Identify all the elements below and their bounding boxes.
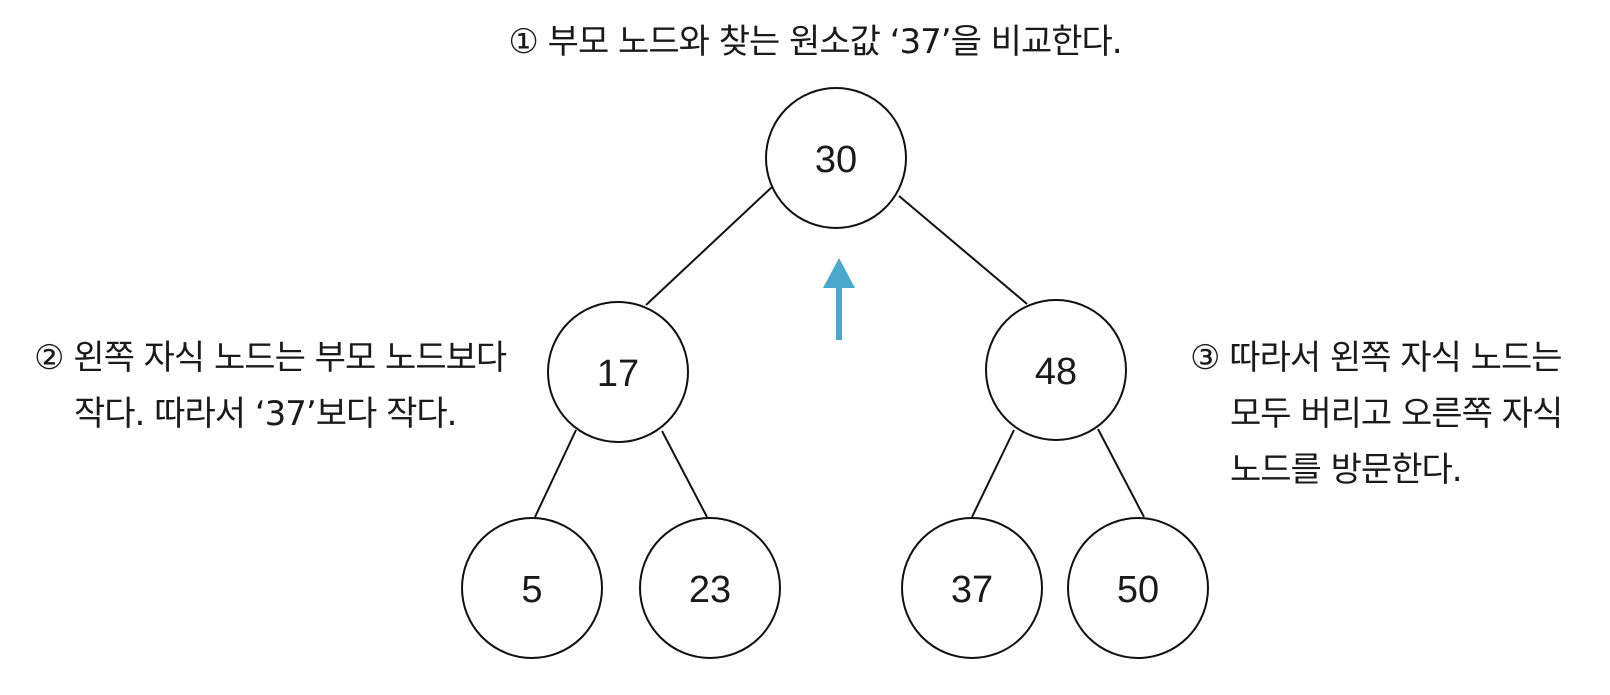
- caption-step3: ③ 따라서 왼쪽 자식 노드는 모두 버리고 오른쪽 자식 노드를 방문한다.: [1190, 330, 1563, 498]
- tree-node-left: 17: [547, 301, 689, 443]
- edge-root-left: [645, 186, 773, 306]
- tree-node-root: 30: [765, 87, 907, 229]
- caption-step3-line1: ③ 따라서 왼쪽 자식 노드는: [1190, 338, 1563, 378]
- caption-step3-line2: 모두 버리고 오른쪽 자식: [1230, 394, 1563, 434]
- tree-node-right: 48: [985, 299, 1127, 441]
- node-label-right-left: 37: [951, 569, 993, 611]
- tree-node-left-left: 5: [461, 517, 603, 659]
- node-label-left-right: 23: [689, 569, 731, 611]
- edge-root-right: [898, 195, 1028, 305]
- edge-left-leftright: [661, 430, 708, 518]
- node-label-root: 30: [815, 139, 857, 181]
- caption-step3-line3: 노드를 방문한다.: [1230, 450, 1463, 490]
- caption-step2-line2: 작다. 따라서 ‘37’보다 작다.: [74, 394, 457, 434]
- tree-node-right-left: 37: [901, 517, 1043, 659]
- edge-left-leftleft: [534, 429, 577, 518]
- caption-step1: ① 부모 노드와 찾는 원소값 ‘37’을 비교한다.: [0, 14, 1610, 70]
- caption-step2-line1: ② 왼쪽 자식 노드는 부모 노드보다: [34, 338, 507, 378]
- node-label-right-right: 50: [1117, 569, 1159, 611]
- edge-right-rightleft: [971, 429, 1015, 518]
- tree-node-right-right: 50: [1067, 517, 1209, 659]
- caption-step1-text: ① 부모 노드와 찾는 원소값 ‘37’을 비교한다.: [508, 22, 1122, 62]
- node-label-left: 17: [597, 353, 639, 395]
- arrow-up-icon: [823, 258, 855, 340]
- edge-right-rightright: [1097, 428, 1145, 518]
- tree-node-left-right: 23: [639, 517, 781, 659]
- node-label-left-left: 5: [521, 569, 542, 611]
- caption-step2: ② 왼쪽 자식 노드는 부모 노드보다 작다. 따라서 ‘37’보다 작다.: [34, 330, 507, 442]
- node-label-right: 48: [1035, 351, 1077, 393]
